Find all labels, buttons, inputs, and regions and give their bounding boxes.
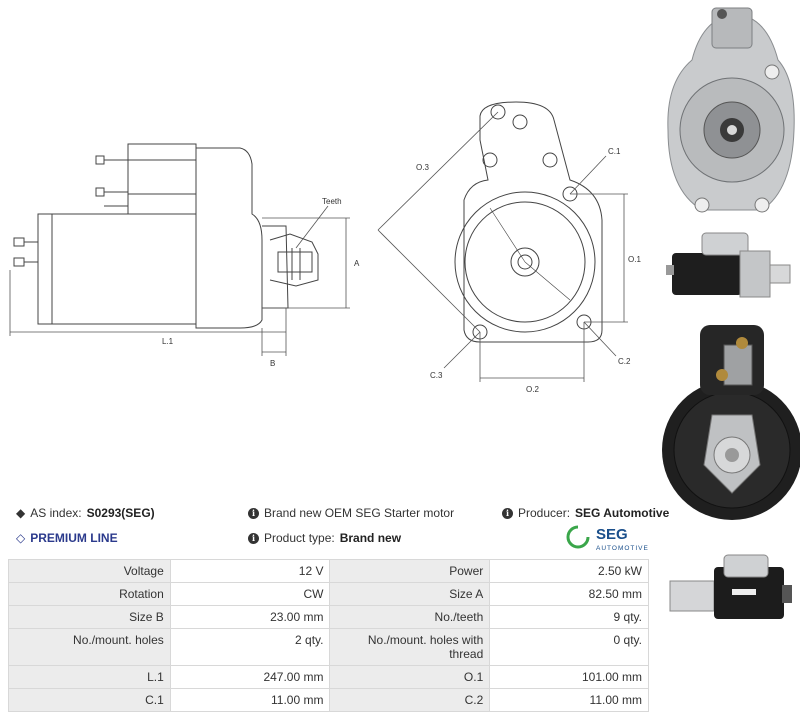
spec-label: No./mount. holes (8, 628, 171, 666)
label-c2: C.2 (618, 357, 631, 366)
side-view-drawing: Teeth A L.1 B (9, 143, 360, 368)
spec-value: 82.50 mm (489, 582, 649, 606)
description-text: Brand new OEM SEG Starter motor (264, 506, 455, 520)
spec-label: Power (329, 559, 491, 583)
spec-label: No./teeth (329, 605, 491, 629)
label-o1: O.1 (628, 255, 641, 264)
product-photo-angle[interactable] (662, 545, 800, 640)
spec-value: 23.00 mm (169, 605, 331, 629)
label-l1: L.1 (162, 337, 174, 346)
spec-label: Size B (8, 605, 171, 629)
spec-label: O.1 (329, 665, 491, 689)
product-photo-side[interactable] (662, 225, 800, 310)
front-view-drawing: O.3 C.1 O.1 C.2 C.3 O.2 (377, 101, 641, 394)
logo-sub: AUTOMOTIVE (596, 545, 649, 552)
logo-arc-icon (566, 525, 590, 549)
spec-value: 2.50 kW (489, 559, 649, 583)
producer-label: Producer: (518, 506, 571, 520)
product-photo-rear[interactable] (662, 315, 800, 540)
as-index-label: AS index: (30, 506, 82, 520)
spec-label: Voltage (8, 559, 171, 583)
seg-automotive-logo[interactable]: SEG AUTOMOTIVE (566, 523, 652, 553)
label-b: B (270, 359, 275, 368)
premium-line: ◇ PREMIUM LINE (16, 531, 118, 545)
spec-value: 11.00 mm (489, 688, 649, 712)
spec-label: Rotation (8, 582, 171, 606)
label-a: A (354, 259, 360, 268)
spec-value: 101.00 mm (489, 665, 649, 689)
product-type: i Product type: Brand new (248, 531, 401, 545)
diamond-icon: ◇ (16, 531, 26, 545)
label-teeth: Teeth (322, 197, 342, 206)
flange-outline (463, 101, 603, 343)
label-c3: C.3 (430, 371, 443, 380)
spec-value: 12 V (169, 559, 331, 583)
spec-value: 11.00 mm (169, 688, 331, 712)
info-icon: i (502, 507, 513, 519)
logo-brand: SEG (596, 526, 628, 543)
spec-value: 9 qty. (489, 605, 649, 629)
info-icon: i (248, 532, 259, 544)
spec-value: 2 qty. (169, 628, 331, 666)
motor-outline (37, 213, 197, 325)
spec-value: CW (169, 582, 331, 606)
label-c1: C.1 (608, 147, 621, 156)
product-description: i Brand new OEM SEG Starter motor (248, 506, 454, 520)
spec-label: C.1 (8, 688, 171, 712)
spec-value: 247.00 mm (169, 665, 331, 689)
producer-value[interactable]: SEG Automotive (575, 506, 670, 520)
spec-label: L.1 (8, 665, 171, 689)
as-index: ◆ AS index: S0293(SEG) (16, 506, 155, 520)
premium-line-label: PREMIUM LINE (30, 531, 118, 545)
label-o3: O.3 (416, 163, 429, 172)
spec-value: 0 qty. (489, 628, 649, 666)
product-type-label: Product type: (264, 531, 335, 545)
spec-label: C.2 (329, 688, 491, 712)
label-o2: O.2 (526, 385, 539, 394)
spec-label: Size A (329, 582, 491, 606)
producer: i Producer: SEG Automotive (502, 506, 669, 520)
info-icon: i (248, 507, 259, 519)
as-index-value: S0293(SEG) (86, 506, 155, 520)
product-photo-front[interactable] (662, 0, 800, 225)
spec-label: No./mount. holes with thread (329, 628, 491, 666)
solenoid-outline (127, 143, 197, 215)
tag-icon: ◆ (16, 506, 26, 520)
product-type-value: Brand new (339, 531, 402, 545)
